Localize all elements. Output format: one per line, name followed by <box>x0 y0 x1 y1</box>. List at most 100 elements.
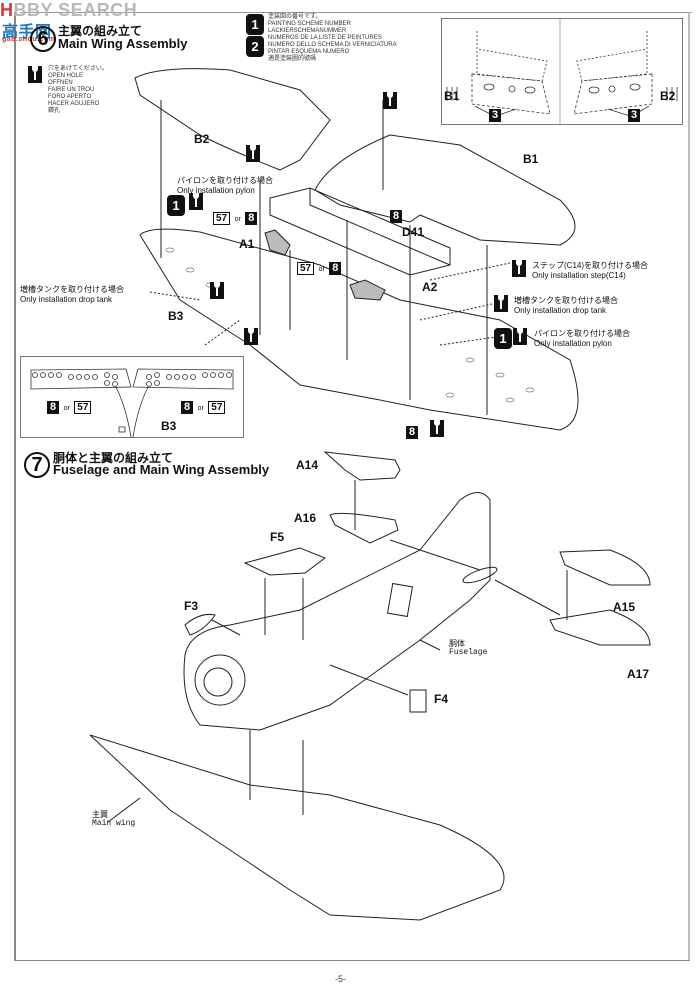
open-hole-legend: 穴をあけてください。 OPEN HOLE OFFNEN FAIRE UN TRO… <box>28 66 108 114</box>
pylon-icons-upper: 1 <box>167 193 204 216</box>
part-label-a2: A2 <box>422 280 438 294</box>
part-label-a16: A16 <box>294 511 317 525</box>
watermark-brand-right: BBY SEARCH <box>13 0 138 20</box>
part-badge-57: 57 <box>297 262 315 275</box>
step-7-title-jp: 胴体と主翼の組み立て <box>53 451 174 465</box>
callout-droptank-jp: 増槽タンクを取り付ける場合 <box>20 285 124 294</box>
fuselage-label-jp: 胴体 <box>449 639 465 648</box>
badge-8-or-57-left: 8 or 57 <box>47 397 92 415</box>
part-f4-shape <box>409 689 427 713</box>
page-frame-right <box>688 12 690 960</box>
badge-57-or-8-a2: 57 or 8 <box>297 258 342 276</box>
open-hole-icon <box>243 328 258 345</box>
painting-scheme-1-icon: 1 <box>167 195 185 216</box>
part-label-f5: F5 <box>270 530 285 544</box>
legend-line: NUMERO DELLO SCHEMA DI VERNICIATURA <box>268 42 397 48</box>
inset-label-b2: B2 <box>660 89 676 103</box>
part-badge-8: 8 <box>245 212 258 225</box>
part-label-b3: B3 <box>168 309 184 323</box>
callout-droptank-jp: 増槽タンクを取り付ける場合 <box>514 296 618 305</box>
callout-step-jp: ステップ(C14)を取り付ける場合 <box>532 261 649 270</box>
page-number: -5- <box>335 974 346 984</box>
callout-step-c14: ステップ(C14)を取り付ける場合 Only installation step… <box>512 260 648 282</box>
wing-b1-outline <box>315 135 575 245</box>
fuselage-label: 胴体 Fuselage <box>449 639 487 657</box>
legend-line: LACKIERSCHEMANUMMER <box>268 28 347 34</box>
part-badge-8: 8 <box>181 401 194 414</box>
part-badge-57: 57 <box>213 212 231 225</box>
legend-line: PINTAR ESQUEMA NUMERO <box>268 49 350 55</box>
step-6-title-jp: 主翼の組み立て <box>58 24 143 38</box>
wing-b2-outline <box>135 69 330 170</box>
open-hole-icon <box>209 282 224 299</box>
legend-line: 適是塗裝圖的號碼 <box>268 56 317 62</box>
open-hole-icon <box>513 328 527 345</box>
callout-pylon-right: 1 パイロンを取り付ける場合 Only installation pylon <box>494 328 630 350</box>
or-label: or <box>234 216 241 223</box>
main-wing-label-jp: 主翼 <box>92 810 108 819</box>
part-a16-shape <box>330 513 398 543</box>
page-frame-left <box>14 12 16 960</box>
part-badge-8: 8 <box>406 426 419 439</box>
fuselage-label-en: Fuselage <box>449 648 488 657</box>
wing-b3-outline <box>140 229 578 430</box>
legend-line: 塗装図の番号です。 <box>268 14 322 20</box>
legend-line: NUMEROS DE LA LISTE DE PEINTURES <box>268 35 382 41</box>
step-6-number: 6 <box>30 26 56 52</box>
part-badge-8: 8 <box>47 401 60 414</box>
part-f5-shape <box>245 548 325 575</box>
callout-step-en: Only installation step(C14) <box>532 271 626 280</box>
or-label: or <box>197 405 204 412</box>
part-label-b2: B2 <box>194 132 210 146</box>
part-a2-shape <box>350 280 385 300</box>
part-label-b1: B1 <box>523 152 539 166</box>
painting-scheme-2-icon: 2 <box>246 36 264 57</box>
painting-scheme-legend-text: 塗装図の番号です。 PAINTING SCHEME NUMBER LACKIER… <box>268 14 438 63</box>
open-hole-icon <box>494 295 508 312</box>
callout-droptank-en: Only installation drop tank <box>514 306 607 315</box>
inset-b3-underside: 8 or 57 8 or 57 B3 <box>20 356 244 438</box>
step-7-title-en: Fuselage and Main Wing Assembly <box>53 462 270 477</box>
inset-b3-drawing <box>21 357 243 437</box>
badge-57-or-8-a1: 57 or 8 <box>213 208 258 226</box>
part-label-d41: D41 <box>402 225 425 239</box>
part-badge-3: 3 <box>489 109 502 122</box>
legend-line: FORO APERTO <box>48 94 92 100</box>
part-badge-8: 8 <box>390 210 403 223</box>
legend-line: PAINTING SCHEME NUMBER <box>268 21 351 27</box>
open-hole-icon <box>246 145 261 162</box>
legend-line: 穴をあけてください。 <box>48 66 108 72</box>
part-label-a1: A1 <box>239 237 255 251</box>
part-badge-8: 8 <box>329 262 342 275</box>
part-label-a17: A17 <box>627 667 650 681</box>
step-6-title-en: Main Wing Assembly <box>58 36 188 51</box>
page-frame-top <box>20 12 692 13</box>
callout-pylon-jp: パイロンを取り付ける場合 <box>534 329 630 338</box>
part-label-a15: A15 <box>613 600 636 614</box>
step-7-fuselage-drawing <box>0 440 698 950</box>
part-label-a14: A14 <box>296 458 319 472</box>
main-wing-label: 主翼 Main wing <box>92 810 135 828</box>
callout-drop-tank-right: 増槽タンクを取り付ける場合 Only installation drop tan… <box>494 295 618 317</box>
part-badge-57: 57 <box>208 401 226 414</box>
fuselage-outline <box>184 493 490 731</box>
part-label-f3: F3 <box>184 599 199 613</box>
open-hole-icon <box>28 66 42 83</box>
open-hole-icon <box>383 92 397 109</box>
watermark-brand-left: H <box>0 0 14 20</box>
part-a15-shape <box>560 550 650 585</box>
watermark-url: gao.shou.com <box>2 36 56 43</box>
main-wing-outline <box>90 735 504 920</box>
inset-wing-detail: B1 B2 3 3 <box>441 18 683 125</box>
or-label: or <box>318 266 325 273</box>
open-hole-icon <box>430 420 445 437</box>
main-wing-label-en: Main wing <box>92 819 136 828</box>
inset-wing-detail-drawing <box>442 19 682 124</box>
inset-label-b1: B1 <box>444 89 460 103</box>
part-f3-shape <box>185 614 215 635</box>
legend-line: 鑽孔 <box>48 108 61 114</box>
legend-line: OFFNEN <box>48 80 73 86</box>
part-badge-3: 3 <box>628 109 641 122</box>
part-label-f4: F4 <box>434 692 449 706</box>
callout-pylon-upper: パイロンを取り付ける場合 Only installation pylon <box>177 175 273 195</box>
